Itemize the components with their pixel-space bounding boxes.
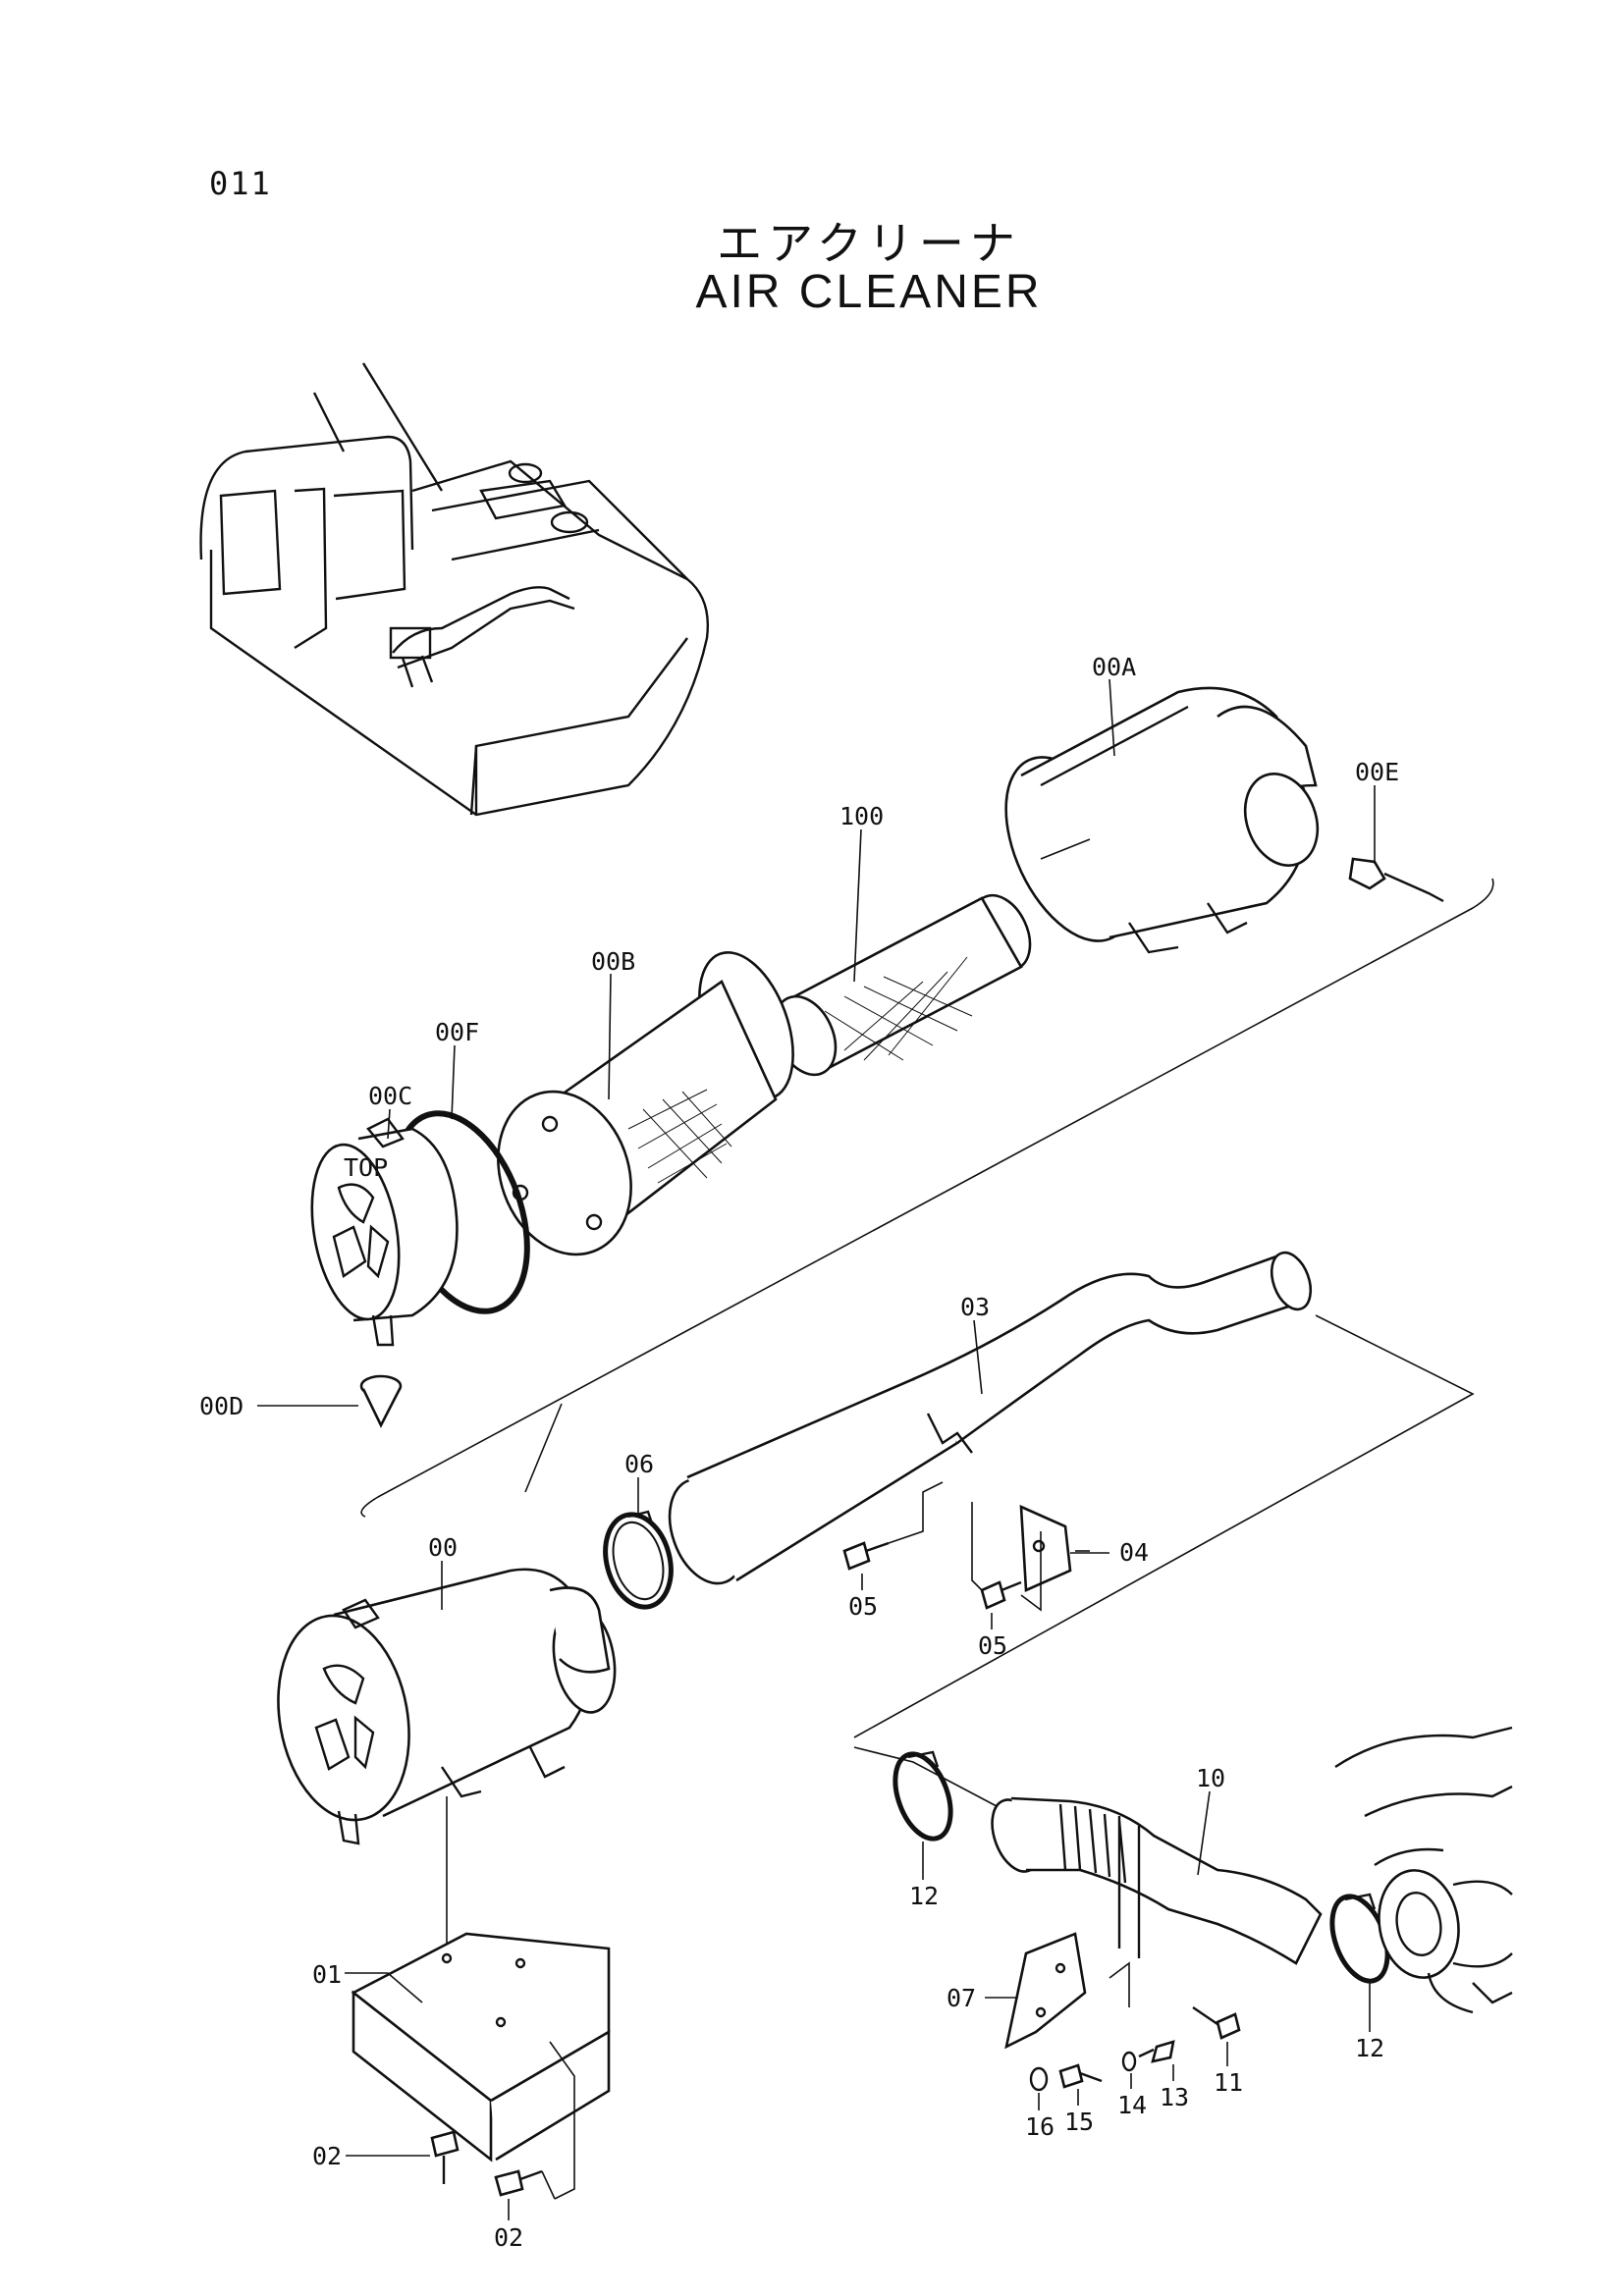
callout-00D: 00D (199, 1392, 243, 1420)
main-element-00B (497, 951, 794, 1256)
bolt-11 (1192, 2006, 1241, 2040)
callout-00C: 00C (368, 1082, 412, 1110)
elbow-hose-10 (991, 1796, 1323, 1965)
bolt-05-left (842, 1481, 944, 1571)
callout-00F: 00F (435, 1018, 479, 1046)
washer-16 (1029, 2066, 1049, 2092)
title-english: AIR CLEANER (695, 266, 1043, 318)
callout-11: 11 (1214, 2068, 1243, 2097)
callout-00E: 00E (1355, 758, 1399, 786)
callout-04: 04 (1119, 1538, 1149, 1567)
callout-13: 13 (1160, 2083, 1189, 2111)
callout-03: 03 (960, 1293, 990, 1321)
engine-turbo-outline (1334, 1726, 1513, 2014)
title-japanese: エアクリーナ (717, 217, 1021, 270)
washer-14 (1121, 2051, 1137, 2072)
callout-00A: 00A (1092, 653, 1136, 681)
callout-06: 06 (624, 1450, 654, 1478)
callout-01: 01 (312, 1960, 342, 1989)
service-indicator-00E (1348, 857, 1444, 903)
bolt-02-bottom (494, 2169, 556, 2200)
vacuator-valve-00D (359, 1374, 403, 1428)
air-cleaner-housing-00A (1004, 686, 1320, 954)
connection-line-10 (853, 1746, 998, 1807)
callout-07: 07 (947, 1984, 976, 2012)
hose-clamp-06 (603, 1510, 674, 1610)
callout-14: 14 (1117, 2091, 1147, 2119)
callout-15: 15 (1064, 2108, 1094, 2136)
bolt-05-right (971, 1502, 1042, 1612)
callout-00: 00 (428, 1533, 458, 1562)
mounting-bracket-01 (351, 1932, 611, 2200)
bolt-13 (1138, 2040, 1175, 2063)
connection-line-03 (853, 1314, 1475, 1738)
group-separator-line (360, 878, 1494, 1518)
page-number: 011 (209, 165, 272, 202)
callout-12-right: 12 (1355, 2034, 1384, 2062)
excavator-overview-illustration (199, 362, 709, 817)
callout-05-left: 05 (848, 1592, 878, 1621)
callout-02-left: 02 (312, 2142, 342, 2170)
callout-10: 10 (1196, 1764, 1225, 1792)
leader-lines (257, 678, 1376, 2220)
safety-element-100 (773, 893, 1032, 1077)
cover-marking-text: TOP (344, 1153, 388, 1182)
cover-00C: TOP (310, 1117, 459, 1347)
intake-hose-03 (668, 1251, 1313, 1585)
bolt-02-left (430, 2130, 460, 2184)
hose-clamp-12-left (893, 1750, 953, 1842)
support-bracket-07 (1004, 1932, 1130, 2050)
bracket-04 (1019, 1504, 1090, 1592)
callout-16: 16 (1025, 2112, 1055, 2141)
bolt-15 (1058, 2063, 1103, 2089)
callout-100: 100 (839, 802, 884, 830)
group-separator-tick (524, 1403, 563, 1493)
callout-02-bottom: 02 (494, 2223, 523, 2252)
callout-12-left: 12 (909, 1882, 939, 1910)
callout-05-right: 05 (978, 1631, 1007, 1660)
callout-00B: 00B (591, 947, 635, 976)
air-cleaner-assembly-00 (277, 1568, 617, 1845)
